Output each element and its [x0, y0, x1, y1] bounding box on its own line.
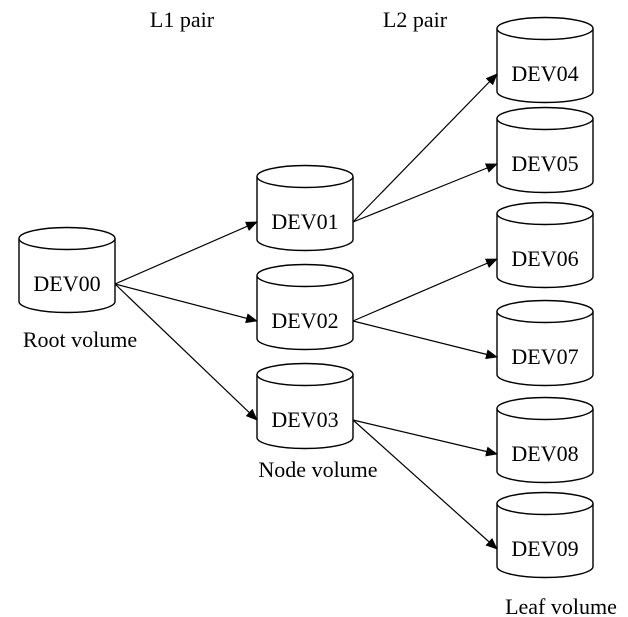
cylinder-top	[256, 164, 354, 189]
volume-dev08: DEV08	[496, 396, 594, 484]
volume-dev06: DEV06	[496, 201, 594, 289]
cylinder-top	[496, 396, 594, 421]
volume-dev03: DEV03	[256, 362, 354, 450]
cylinder-body	[256, 374, 354, 450]
cylinder-body	[496, 408, 594, 484]
pair-arrow-dev02-dev07	[352, 320, 498, 360]
volume-dev04: DEV04	[496, 16, 594, 104]
cylinder-body	[496, 118, 594, 194]
cylinder-top	[496, 201, 594, 226]
pair-arrow-dev01-dev04	[352, 73, 498, 223]
volume-dev00: DEV00	[18, 226, 116, 314]
cylinder-body	[256, 275, 354, 351]
cylinder-body	[496, 311, 594, 387]
pair-arrow-dev03-dev08	[352, 419, 498, 457]
cylinder-body	[256, 176, 354, 252]
volume-label: DEV01	[271, 209, 338, 234]
volume-label: DEV06	[511, 246, 578, 271]
cylinder-top	[256, 263, 354, 288]
cylinder-top	[496, 491, 594, 516]
cylinder-top	[18, 226, 116, 251]
pair-arrow-dev03-dev09	[352, 419, 498, 550]
volume-label: DEV09	[511, 536, 578, 561]
volume-label: DEV03	[271, 407, 338, 432]
pair-arrow-dev00-dev03	[114, 283, 258, 421]
cylinder-top	[496, 299, 594, 324]
l2-pair-label: L2 pair	[383, 7, 448, 32]
cylinder-top	[256, 362, 354, 387]
pair-arrow-dev00-dev02	[114, 283, 258, 324]
cylinder-body	[18, 238, 116, 314]
pair-arrow-dev00-dev01	[114, 221, 258, 285]
volume-dev07: DEV07	[496, 299, 594, 387]
cylinder-top	[496, 106, 594, 131]
pair-arrow-dev01-dev05	[352, 163, 498, 223]
volume-label: DEV05	[511, 151, 578, 176]
volume-dev01: DEV01	[256, 164, 354, 252]
volume-dev09: DEV09	[496, 491, 594, 579]
cylinder-body	[496, 28, 594, 104]
volume-label: DEV07	[511, 344, 578, 369]
node-volume-caption: Node volume	[258, 457, 377, 482]
volume-label: DEV08	[511, 441, 578, 466]
cylinder-body	[496, 503, 594, 579]
pair-arrow-dev02-dev06	[352, 258, 498, 322]
root-volume-caption: Root volume	[23, 327, 137, 352]
volume-dev05: DEV05	[496, 106, 594, 194]
volume-dev02: DEV02	[256, 263, 354, 351]
leaf-volume-caption: Leaf volume	[505, 594, 617, 617]
l1-pair-label: L1 pair	[150, 7, 215, 32]
cylinder-body	[496, 213, 594, 289]
volume-label: DEV04	[511, 61, 578, 86]
volume-label: DEV02	[271, 308, 338, 333]
cylinder-top	[496, 16, 594, 41]
pair-connectors	[114, 73, 498, 550]
volume-label: DEV00	[33, 271, 100, 296]
